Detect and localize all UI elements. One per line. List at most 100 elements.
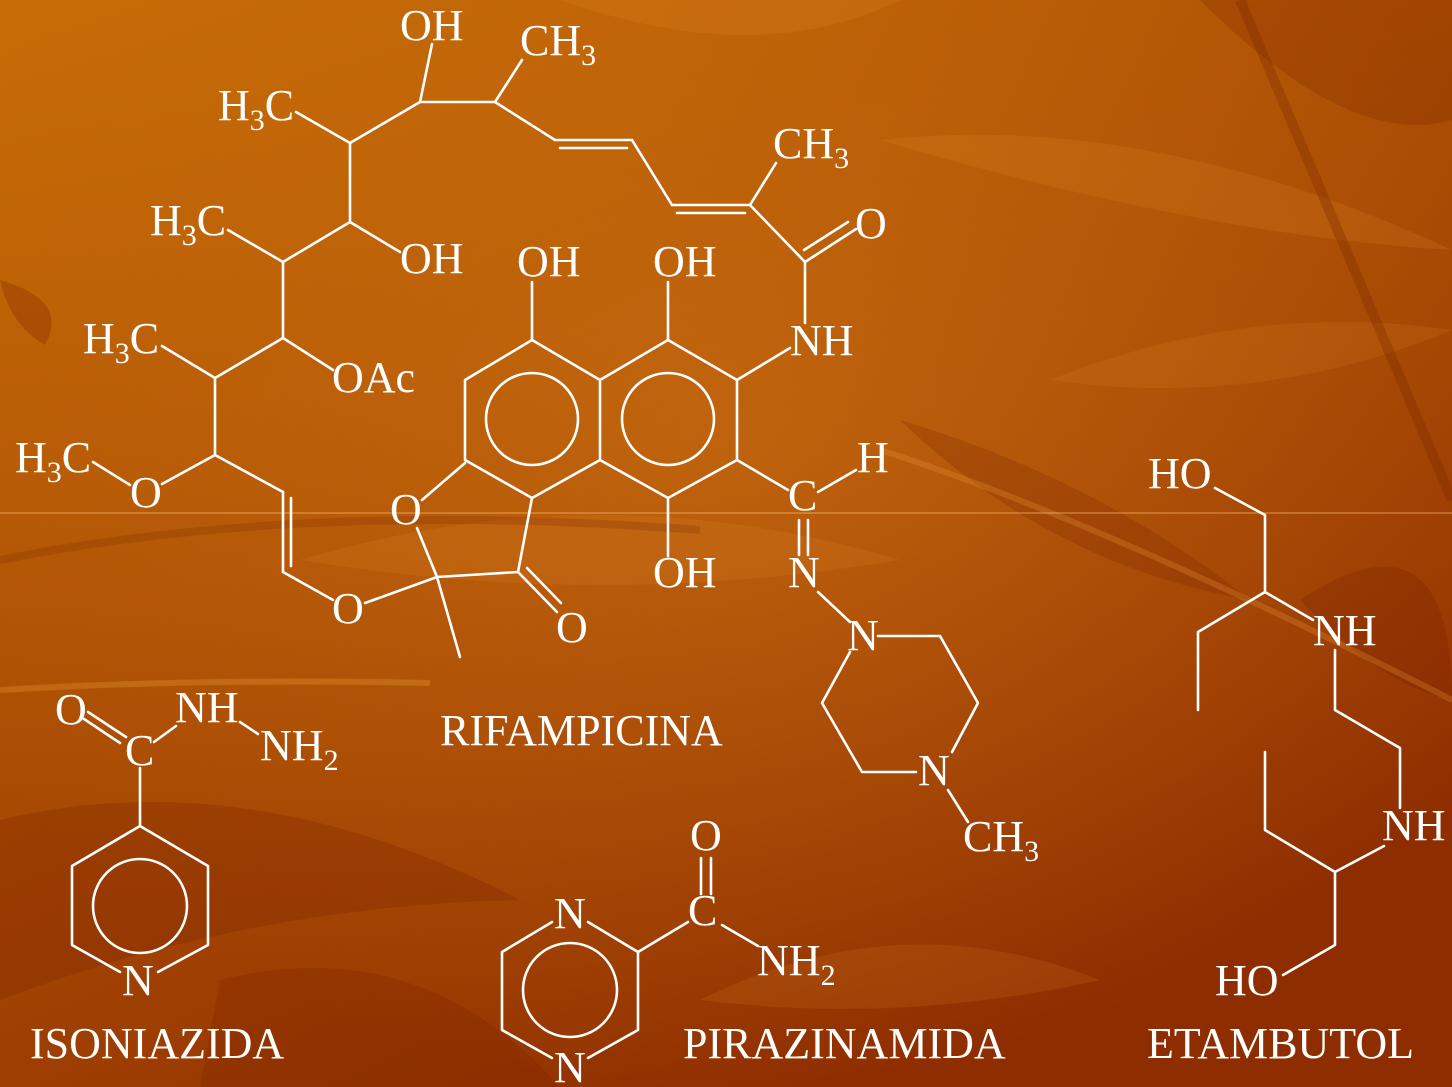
rifampicina-h3c-upper: H3C [218,81,294,137]
rifampicina-ch3-top: CH3 [520,16,596,72]
amide-bonds [636,920,760,954]
rifampicina-ch3-piperazine: CH3 [963,812,1039,868]
pirazinamida-n-ring-top: N [554,889,586,938]
leaf-stem [0,678,431,693]
rifampicina-c-imine: C [788,471,817,520]
etambutol-bonds [1196,486,1402,977]
pyridine-ring [70,824,210,974]
pirazinamida-bonds [500,856,760,1060]
double-bond-vinyl [281,490,293,574]
aromatic-circle [521,941,619,1039]
leaf-shape [200,967,560,1087]
leaf-shape [1200,0,1452,125]
leaf-shape [560,0,900,35]
rifampicina-o-furan: O [390,485,422,534]
etambutol-nh-upper: NH [1313,606,1377,655]
pirazinamida-c-carbonyl: C [688,886,717,935]
aromatic-circle [620,371,716,467]
subscript: 2 [324,744,339,777]
isoniazida-bonds [70,710,260,974]
leaf-shape [0,802,520,1000]
rifampicina-name: RIFAMPICINA [440,706,723,755]
molecule-rifampicina: OH CH3 H3C CH3 H3C O OH OH OH H3C NH OAc… [15,1,1039,868]
ansa-chain-left [91,100,422,494]
atom-symbol: H [15,433,47,482]
subscript: 2 [821,959,836,992]
atom-symbol: CH [963,812,1024,861]
isoniazida-nh2: NH2 [260,721,339,777]
atom-symbol: H [150,196,182,245]
double-bond-c3-c4 [553,138,634,150]
double-bond-ketone [516,566,563,614]
atom-symbol: C [130,314,159,363]
rifampicina-n-imine: N [788,548,820,597]
subscript: 3 [581,39,596,72]
upper-half-chain [1196,486,1315,712]
lower-half-chain [1263,750,1386,977]
leaf-shape [900,420,1250,600]
leaf-shape [1300,566,1452,700]
atom-symbol: H [83,314,115,363]
molecule-etambutol: HO NH NH HO ETAMBUTOL [1147,449,1446,1068]
molecule-pirazinamida: O C N NH2 N PIRAZINAMIDA [500,811,1006,1087]
leaf-stem [0,516,701,564]
rifampicina-h3c-methoxy: H3C [15,433,91,489]
ring-substituents [530,280,792,558]
rifampicina-oh-top: OH [400,1,464,50]
rifampicina-ch3-diene: CH3 [773,119,849,175]
rifampicina-o-methoxy: O [130,468,162,517]
rifampicina-n-piperazine-top: N [847,611,879,660]
rifampicina-o-ether: O [332,584,364,633]
pirazinamida-n-ring-bottom: N [554,1043,586,1087]
aromatic-circle [91,857,189,955]
isoniazida-o-carbonyl: O [55,685,87,734]
subscript: 3 [1024,835,1039,868]
atom-symbol: C [265,81,294,130]
double-bond-carbonyl [699,856,713,896]
molecule-isoniazida: O NH NH2 C N ISONIAZIDA [30,683,339,1068]
rifampicina-bonds [91,42,980,824]
etambutol-ho-top: HO [1148,449,1212,498]
rifampicina-o-ketone: O [556,603,588,652]
atom-symbol: CH [520,16,581,65]
isoniazida-labels: O NH NH2 C N ISONIAZIDA [30,683,339,1068]
atom-symbol: NH [757,936,821,985]
subscript: 3 [834,142,849,175]
double-bond-c5-c6 [670,203,752,215]
rifampicina-nh-amide: NH [790,316,854,365]
pirazinamida-name: PIRAZINAMIDA [683,1019,1006,1068]
rifampicina-oh-chain: OH [400,234,464,283]
atom-symbol: H [218,81,250,130]
rifampicina-oh-ring-left: OH [517,237,581,286]
isoniazida-name: ISONIAZIDA [30,1019,284,1068]
leaf-shape [880,134,1452,250]
leaf-shape [0,280,52,345]
rifampicina-oh-ring-bottom: OH [653,548,717,597]
subscript: 3 [115,337,130,370]
leaf-stem [1235,0,1452,502]
isoniazida-c-carbonyl: C [125,726,154,775]
leaf-shape [700,944,1100,1009]
rifampicina-n-piperazine-bottom: N [918,746,950,795]
etambutol-nh-lower: NH [1382,801,1446,850]
double-bond-amide-carbonyl [802,220,858,264]
naphthalene-ring-right [598,338,739,500]
double-bond-carbonyl [82,710,128,745]
pirazinamida-labels: O C N NH2 N PIRAZINAMIDA [554,811,1006,1087]
rifampicina-h3c-middle: H3C [150,196,226,252]
ansa-chain-top [418,42,807,325]
ethylene-bridge [1333,648,1402,810]
rifampicina-oh-ring-right: OH [653,237,717,286]
subscript: 3 [47,456,62,489]
rifampicina-oac: OAc [332,353,415,402]
pirazinamida-o-carbonyl: O [690,811,722,860]
subscript: 3 [182,219,197,252]
isoniazida-n-ring: N [122,956,154,1005]
rifampicina-labels: OH CH3 H3C CH3 H3C O OH OH OH H3C NH OAc… [15,1,1039,868]
isoniazida-nh: NH [175,683,239,732]
pirazinamida-nh2: NH2 [757,936,836,992]
etambutol-name: ETAMBUTOL [1147,1019,1414,1068]
